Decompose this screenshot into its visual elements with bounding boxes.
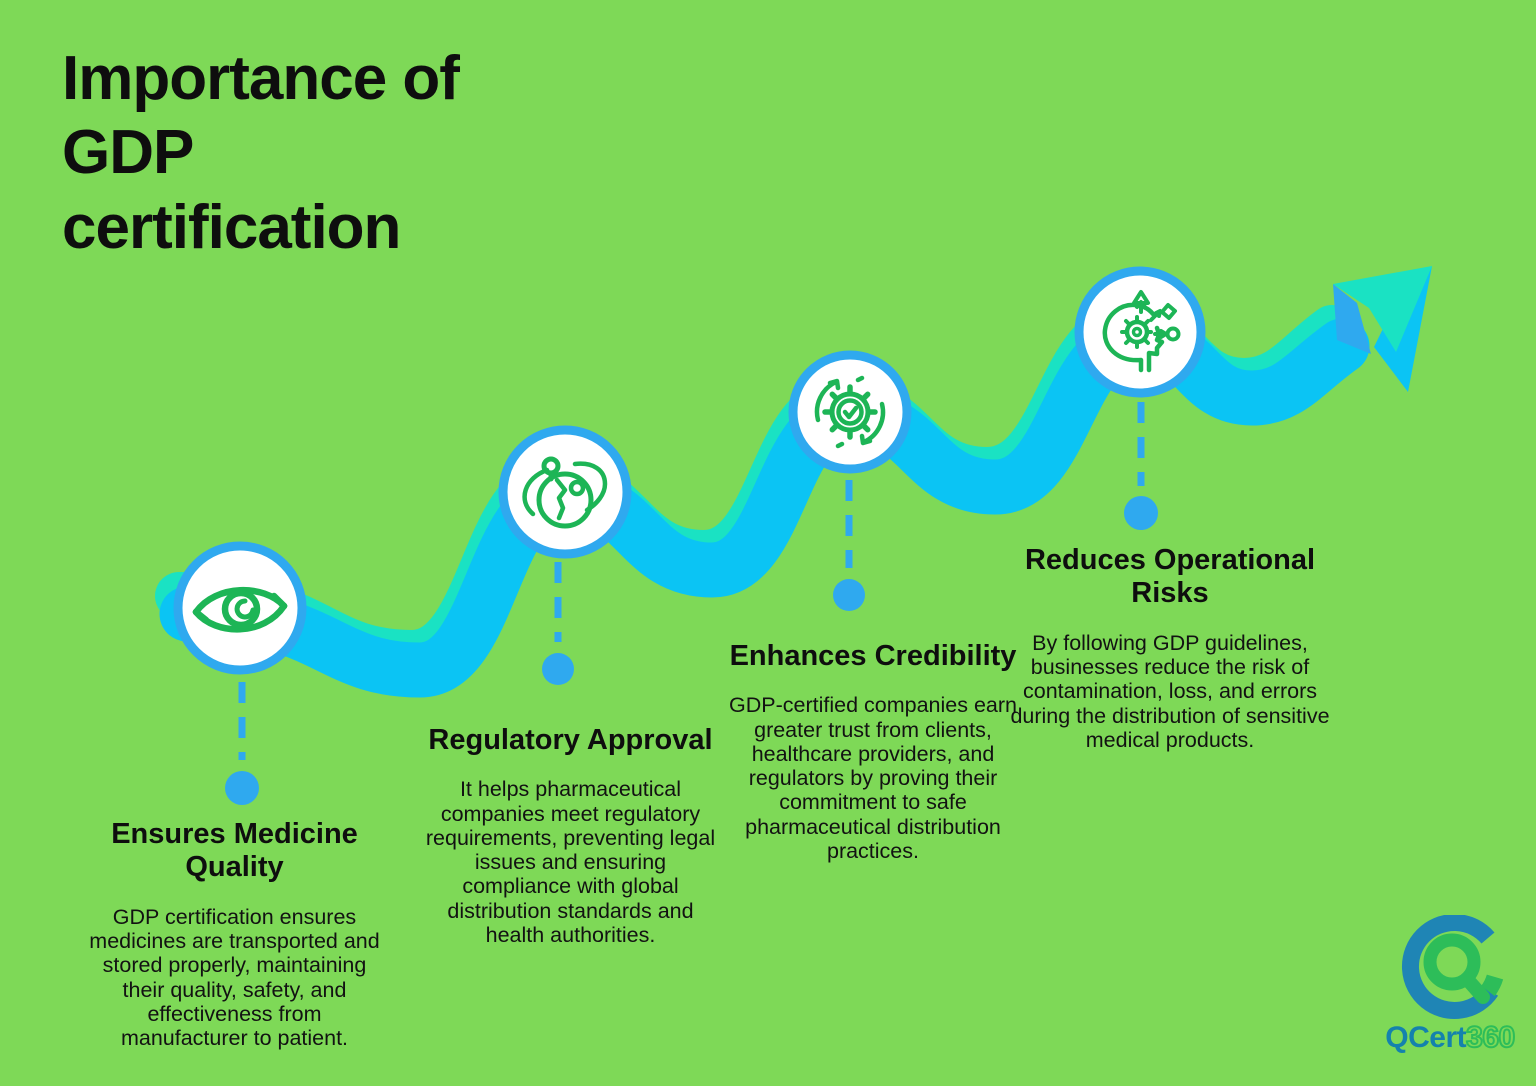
head-gear-icon bbox=[1102, 290, 1181, 373]
step-heading: Reduces Operational Risks bbox=[1024, 544, 1316, 610]
page-title-line: GDP bbox=[62, 118, 194, 188]
logo-suffix: 360 bbox=[1465, 1021, 1516, 1054]
page-title: Importance of GDP certification bbox=[62, 42, 622, 265]
step-heading: Ensures Medicine Quality bbox=[111, 818, 358, 884]
node-circle-3 bbox=[788, 350, 912, 474]
connector-dot bbox=[225, 771, 259, 805]
qcert360-logo-text: QCert360 bbox=[1372, 1021, 1528, 1054]
step-body: It helps pharmaceutical companies meet r… bbox=[425, 777, 716, 948]
step-regulatory-approval: Regulatory Approval It helps pharmaceuti… bbox=[418, 724, 723, 947]
step-body: GDP certification ensures medicines are … bbox=[89, 904, 380, 1051]
connector-dot bbox=[1124, 496, 1158, 530]
page-title-line: certification bbox=[62, 192, 401, 262]
globe-icon bbox=[522, 456, 608, 529]
step-enhances-credibility: Enhances Credibility GDP-certified compa… bbox=[724, 640, 1022, 863]
arrowhead bbox=[1333, 266, 1432, 392]
connector-dot bbox=[833, 579, 865, 611]
step-body: GDP-certified companies earn greater tru… bbox=[729, 693, 1017, 864]
step-reduces-operational-risks: Reduces Operational Risks By following G… bbox=[1005, 544, 1335, 752]
eye-icon bbox=[192, 586, 288, 633]
step-ensures-medicine-quality: Ensures Medicine Quality GDP certificati… bbox=[82, 818, 387, 1050]
qcert360-logo-mark bbox=[1402, 915, 1504, 1019]
step-body: By following GDP guidelines, businesses … bbox=[1010, 630, 1330, 752]
page-title-line: Importance of bbox=[62, 44, 460, 113]
step-heading: Regulatory Approval bbox=[428, 724, 713, 756]
gear-check-icon bbox=[814, 375, 886, 449]
node-circle-1 bbox=[173, 541, 307, 675]
step-heading: Enhances Credibility bbox=[729, 640, 1017, 672]
connector-dot bbox=[542, 653, 574, 685]
logo-name: QCert bbox=[1385, 1021, 1467, 1054]
qcert360-logo: QCert360 bbox=[1372, 915, 1528, 1054]
